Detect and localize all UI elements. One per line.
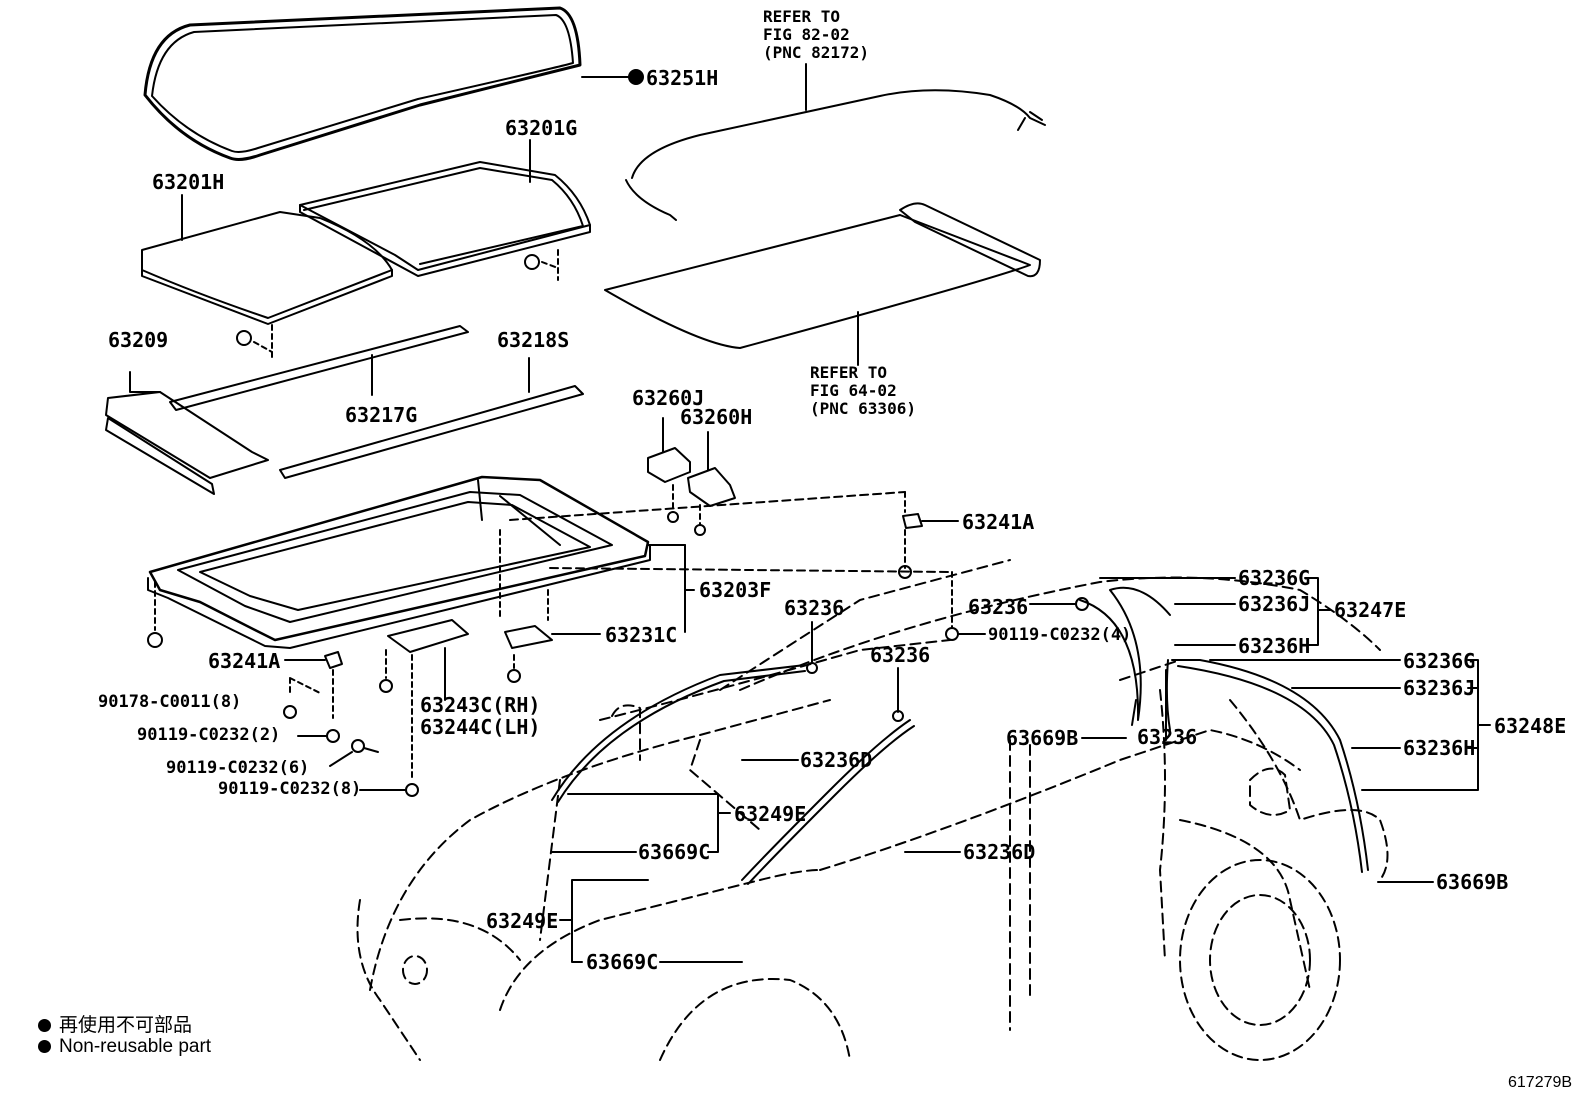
legend-en: Non-reusable part — [38, 1036, 211, 1058]
vehicle-body-outline — [356, 559, 1389, 1061]
label-63236J-2: 63236J — [1403, 676, 1476, 700]
label-63669B-1: 63669B — [1006, 726, 1079, 750]
non-reusable-dot-icon — [38, 1040, 51, 1053]
sunshade-ref — [604, 202, 1041, 366]
reference-fig-82-02: REFER TO FIG 82-02 (PNC 82172) — [763, 7, 869, 62]
legend-jp-text: 再使用不可部品 — [59, 1015, 193, 1036]
label-63244C: 63244C(LH) — [420, 715, 541, 739]
label-63236J-1: 63236J — [1238, 592, 1311, 616]
label-63243C: 63243C(RH) — [420, 693, 541, 717]
non-reusable-dot-icon — [38, 1019, 51, 1032]
label-63201H: 63201H — [152, 170, 225, 194]
label-63201G: 63201G — [505, 116, 578, 140]
label-63236G-1: 63236G — [1238, 566, 1311, 590]
label-63248E: 63248E — [1494, 714, 1567, 738]
label-63260J: 63260J — [632, 386, 705, 410]
wind-deflector-part — [105, 371, 269, 495]
label-90119-C0232-8: 90119-C0232(8) — [218, 779, 362, 799]
label-63669C-1: 63669C — [638, 840, 711, 864]
label-63236G-2: 63236G — [1403, 649, 1476, 673]
label-63241A-left: 63241A — [208, 649, 281, 673]
weatherstrip-part — [143, 6, 644, 161]
label-63209: 63209 — [108, 328, 169, 352]
label-63236-a: 63236 — [784, 596, 845, 620]
label-63249E-2: 63249E — [486, 909, 559, 933]
drain-hoses-part — [551, 586, 1369, 885]
figure-id: 617279B — [1508, 1074, 1573, 1091]
callout-leaders — [551, 577, 1491, 963]
label-63247E: 63247E — [1334, 598, 1407, 622]
sunroof-housing-frame-part — [147, 475, 695, 649]
label-63249E-1: 63249E — [734, 802, 807, 826]
label-63236-b: 63236 — [968, 595, 1029, 619]
label-90119-C0232-2: 90119-C0232(2) — [137, 725, 281, 745]
roof-molding-ref — [625, 63, 1046, 221]
label-63241A-top: 63241A — [962, 510, 1035, 534]
label-63236H-1: 63236H — [1238, 634, 1311, 658]
label-63236D-2: 63236D — [963, 840, 1036, 864]
label-63260H: 63260H — [680, 405, 753, 429]
label-63217G: 63217G — [345, 403, 418, 427]
label-63236-d: 63236 — [1137, 725, 1198, 749]
label-90178-C0011: 90178-C0011(8) — [98, 692, 242, 712]
legend-en-text: Non-reusable part — [59, 1036, 212, 1057]
label-90119-C0232-6: 90119-C0232(6) — [166, 758, 310, 778]
legend-jp: 再使用不可部品 — [38, 1010, 192, 1037]
label-90119-C0232-4: 90119-C0232(4) — [988, 625, 1132, 645]
label-63236D-1: 63236D — [800, 748, 873, 772]
label-63218S: 63218S — [497, 328, 570, 352]
glass-rear-part — [299, 139, 591, 281]
brackets-and-bolts-part — [147, 491, 986, 797]
sunroof-motors-part — [647, 417, 736, 536]
label-63669C-2: 63669C — [586, 950, 659, 974]
label-63231C: 63231C — [605, 623, 678, 647]
glass-front-part — [141, 194, 393, 361]
label-63236H-2: 63236H — [1403, 736, 1476, 760]
reference-fig-64-02: REFER TO FIG 64-02 (PNC 63306) — [810, 363, 916, 418]
label-63236-c: 63236 — [870, 643, 931, 667]
label-63203F: 63203F — [699, 578, 772, 602]
seal-strip-lower-part — [279, 357, 584, 479]
seal-strip-upper-part — [169, 325, 469, 411]
label-63669B-2: 63669B — [1436, 870, 1509, 894]
label-63251H: 63251H — [646, 66, 719, 90]
